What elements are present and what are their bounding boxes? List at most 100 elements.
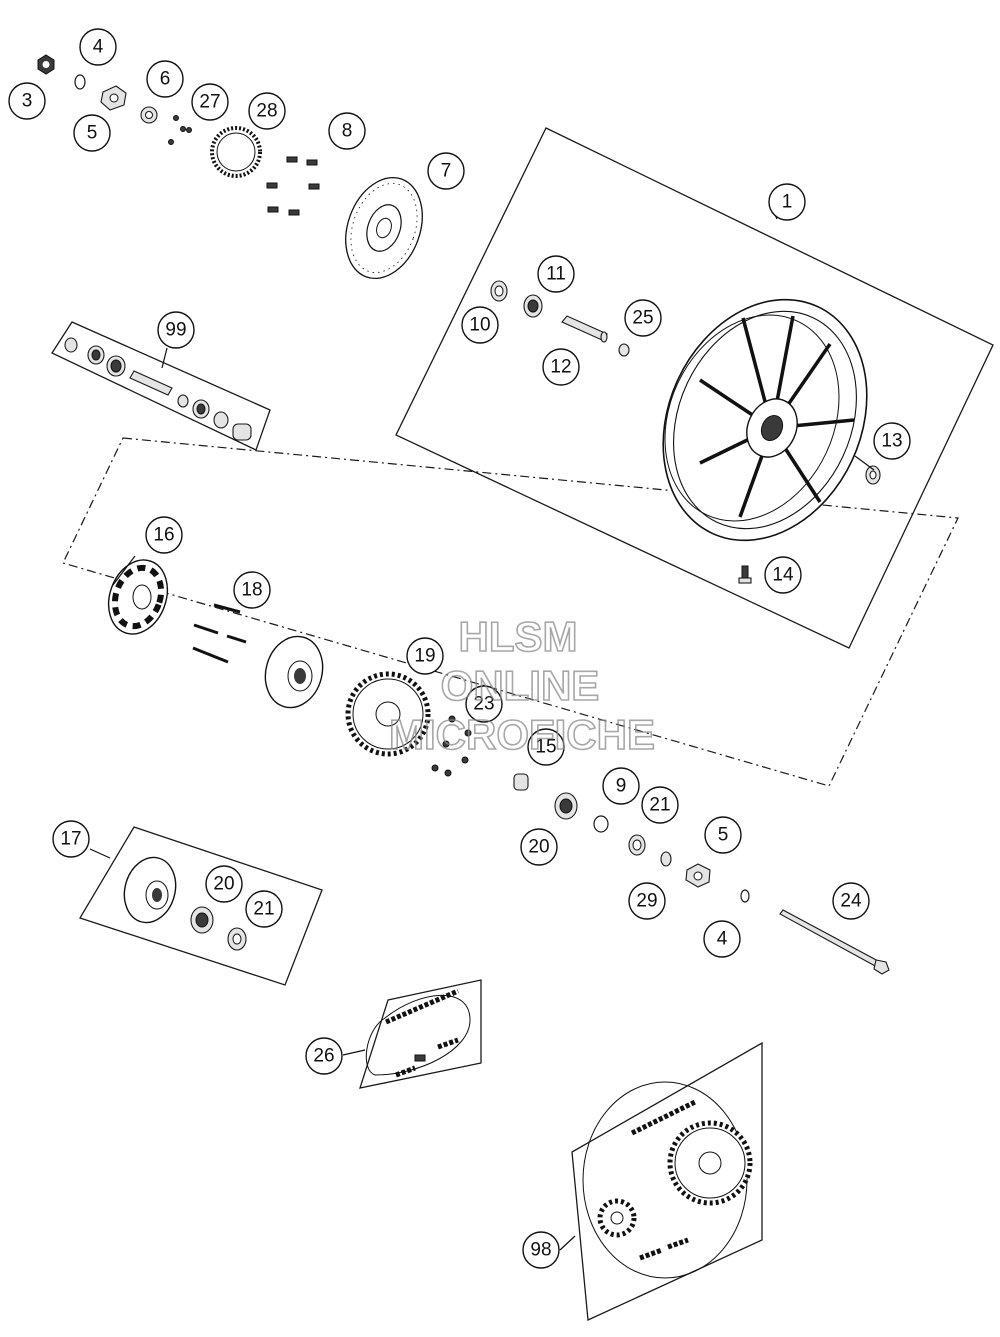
bearing-11-part [523, 294, 543, 318]
svg-text:21: 21 [649, 795, 670, 816]
circlip-25-part [618, 343, 630, 357]
bearing-20-part [554, 792, 578, 820]
svg-text:16: 16 [153, 525, 174, 546]
svg-text:99: 99 [165, 320, 186, 341]
sprocket-carrier-part [264, 635, 324, 709]
svg-text:21: 21 [253, 899, 274, 920]
svg-text:13: 13 [881, 431, 902, 452]
callout-9: 9 [602, 767, 640, 805]
svg-text:15: 15 [535, 737, 556, 758]
callout-99: 99 [157, 311, 195, 349]
disc-bolts-part [266, 156, 320, 216]
brake-disc-part [345, 176, 423, 280]
callout-28: 28 [248, 92, 286, 130]
callout-26: 26 [305, 1037, 343, 1075]
callout-19: 19 [406, 637, 444, 675]
svg-text:9: 9 [616, 776, 627, 797]
callout-11: 11 [537, 255, 575, 293]
cush-drive-16-part [107, 559, 169, 635]
svg-text:26: 26 [313, 1046, 334, 1067]
rear-sprocket-19-part [345, 671, 431, 757]
svg-text:10: 10 [469, 315, 490, 336]
callout-5: 5 [73, 114, 111, 152]
callout-20: 20 [520, 828, 558, 866]
kit-99-parts [64, 337, 252, 441]
seal-21-part [628, 834, 646, 856]
callout-21b: 21 [245, 890, 283, 928]
svg-text:4: 4 [93, 37, 104, 58]
chain-adjuster-part [100, 85, 127, 111]
callout-8: 8 [328, 112, 366, 150]
callout-25: 25 [624, 299, 662, 337]
chain-26-frame [359, 979, 482, 1089]
callout-98: 98 [522, 1231, 560, 1269]
kit-99-frame [51, 321, 271, 451]
svg-text:25: 25 [632, 308, 653, 329]
svg-text:29: 29 [636, 891, 657, 912]
svg-text:23: 23 [473, 694, 494, 715]
hub-17-part [123, 856, 177, 924]
callout-24: 24 [832, 882, 870, 920]
svg-text:17: 17 [60, 829, 81, 850]
bearing-20b-part [190, 906, 214, 934]
svg-text:1: 1 [782, 192, 793, 213]
svg-text:98: 98 [530, 1240, 551, 1261]
svg-text:18: 18 [241, 580, 262, 601]
svg-text:20: 20 [528, 837, 549, 858]
callout-4: 4 [79, 28, 117, 66]
chain-26-part [365, 988, 471, 1078]
spacer-tube-12-part [561, 315, 608, 343]
callout-3: 3 [8, 82, 46, 120]
callout-12: 12 [542, 348, 580, 386]
svg-text:24: 24 [840, 891, 862, 912]
hub-17-frame [79, 826, 323, 986]
washer-part [74, 74, 86, 90]
callout-17: 17 [52, 820, 90, 858]
callout-1: 1 [768, 183, 806, 221]
callout-16: 16 [145, 516, 183, 554]
axle-24-part [779, 909, 890, 975]
washer-4-part [740, 889, 750, 903]
watermark-line2: ONLINE [441, 662, 600, 709]
svg-text:20: 20 [213, 874, 234, 895]
callout-5b: 5 [704, 816, 742, 854]
svg-text:5: 5 [87, 123, 98, 144]
abs-ring-part [210, 126, 262, 178]
callout-7: 7 [427, 152, 465, 190]
nut-part [37, 54, 55, 75]
callout-21: 21 [641, 786, 679, 824]
sprocket-nuts-23-part [431, 715, 472, 777]
small-screws-part [168, 115, 192, 145]
callout-29: 29 [628, 882, 666, 920]
circlip-9-part [593, 815, 609, 833]
callout-14: 14 [764, 556, 802, 594]
seal-21b-part [227, 927, 247, 951]
svg-text:27: 27 [199, 92, 220, 113]
spacer-part [140, 106, 158, 124]
callout-27: 27 [191, 83, 229, 121]
callout-18: 18 [233, 571, 271, 609]
svg-text:12: 12 [550, 357, 571, 378]
wheel-group-frame [395, 127, 994, 649]
spacer-15-part [513, 773, 529, 791]
watermark-line1: HLSM [459, 613, 578, 660]
svg-text:5: 5 [718, 825, 729, 846]
valve-14-part [738, 565, 752, 584]
svg-text:14: 14 [772, 565, 794, 586]
chain-kit-98-part [582, 1081, 753, 1279]
wheel-rim-part [662, 298, 868, 542]
callout-23: 23 [465, 685, 503, 723]
svg-text:6: 6 [160, 69, 171, 90]
svg-text:28: 28 [256, 101, 277, 122]
svg-text:8: 8 [342, 121, 353, 142]
callout-20b: 20 [205, 865, 243, 903]
callout-13: 13 [873, 422, 911, 460]
spacer-29-part [660, 851, 672, 867]
callout-4b: 4 [703, 920, 741, 958]
hub-bolts-18-part [192, 603, 247, 664]
seal-10-part [490, 280, 508, 302]
svg-text:11: 11 [546, 264, 566, 285]
watermark: HLSM ONLINE MICROFICHE [388, 612, 656, 759]
svg-text:4: 4 [717, 929, 728, 950]
